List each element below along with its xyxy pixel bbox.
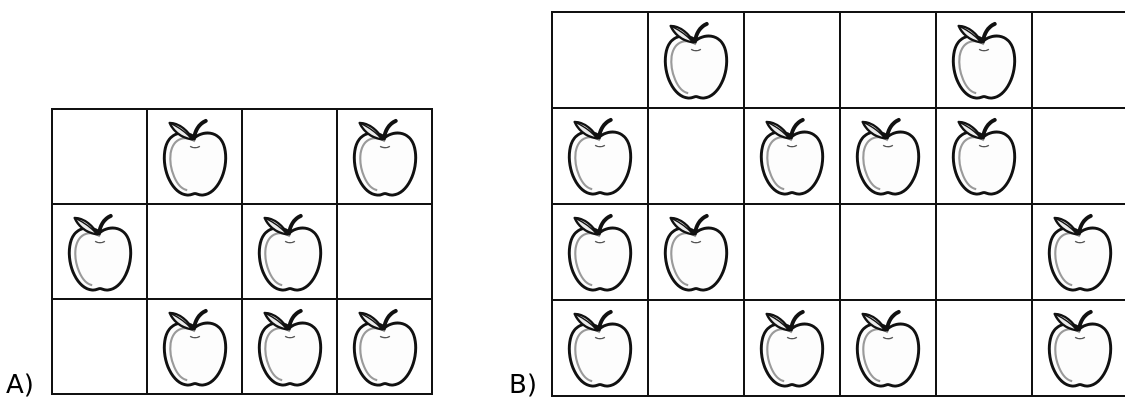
apple-icon (561, 305, 639, 391)
panel-b-cell-r4-c5 (937, 301, 1033, 397)
panel-a-cell-r2-c3 (243, 205, 338, 300)
panel-b-cell-r3-c6 (1033, 205, 1125, 301)
panel-b-cell-r2-c2 (649, 109, 745, 205)
panel-b-cell-r3-c3 (745, 205, 841, 301)
apple-icon (156, 304, 234, 390)
apple-icon (945, 113, 1023, 199)
panel-b-cell-r4-c4 (841, 301, 937, 397)
panel-b-cell-r2-c4 (841, 109, 937, 205)
panel-a-cell-r2-c1 (53, 205, 148, 300)
apple-icon (346, 304, 424, 390)
panel-b-cell-r1-c2 (649, 13, 745, 109)
apple-icon (156, 114, 234, 200)
apple-icon (753, 305, 831, 391)
panel-b-cell-r4-c6 (1033, 301, 1125, 397)
panel-b-grid (551, 11, 1125, 397)
apple-icon (346, 114, 424, 200)
panel-b-cell-r3-c1 (553, 205, 649, 301)
panel-b-cell-r4-c1 (553, 301, 649, 397)
panel-b-cell-r3-c2 (649, 205, 745, 301)
apple-icon (1041, 209, 1119, 295)
panel-a-cell-r1-c4 (338, 110, 433, 205)
panel-a-cell-r3-c4 (338, 300, 433, 395)
panel-b-cell-r2-c6 (1033, 109, 1125, 205)
panel-a-grid (51, 108, 433, 395)
apple-icon (753, 113, 831, 199)
apple-icon (657, 209, 735, 295)
apple-icon (561, 209, 639, 295)
panel-b-cell-r1-c5 (937, 13, 1033, 109)
panel-a-cell-r3-c3 (243, 300, 338, 395)
apple-icon (1041, 305, 1119, 391)
apple-icon (849, 305, 927, 391)
panel-a-cell-r3-c1 (53, 300, 148, 395)
panel-b-cell-r4-c3 (745, 301, 841, 397)
apple-icon (945, 17, 1023, 103)
apple-icon (561, 113, 639, 199)
panel-b-cell-r1-c3 (745, 13, 841, 109)
panel-b-cell-r4-c2 (649, 301, 745, 397)
panel-a-cell-r2-c4 (338, 205, 433, 300)
panel-b-cell-r1-c4 (841, 13, 937, 109)
panel-b-cell-r2-c3 (745, 109, 841, 205)
panel-b-cell-r3-c4 (841, 205, 937, 301)
panel-a-cell-r1-c1 (53, 110, 148, 205)
panel-b-label: B) (509, 370, 537, 400)
panel-a-label: A) (6, 370, 34, 400)
panel-b-cell-r2-c5 (937, 109, 1033, 205)
apple-icon (251, 304, 329, 390)
panel-a-cell-r1-c3 (243, 110, 338, 205)
apple-icon (61, 209, 139, 295)
apple-icon (849, 113, 927, 199)
apple-icon (251, 209, 329, 295)
panel-b-cell-r1-c1 (553, 13, 649, 109)
panel-a-cell-r3-c2 (148, 300, 243, 395)
apple-icon (657, 17, 735, 103)
panel-a-cell-r2-c2 (148, 205, 243, 300)
panel-b-cell-r1-c6 (1033, 13, 1125, 109)
panel-b-cell-r3-c5 (937, 205, 1033, 301)
panel-a-cell-r1-c2 (148, 110, 243, 205)
panel-b-cell-r2-c1 (553, 109, 649, 205)
